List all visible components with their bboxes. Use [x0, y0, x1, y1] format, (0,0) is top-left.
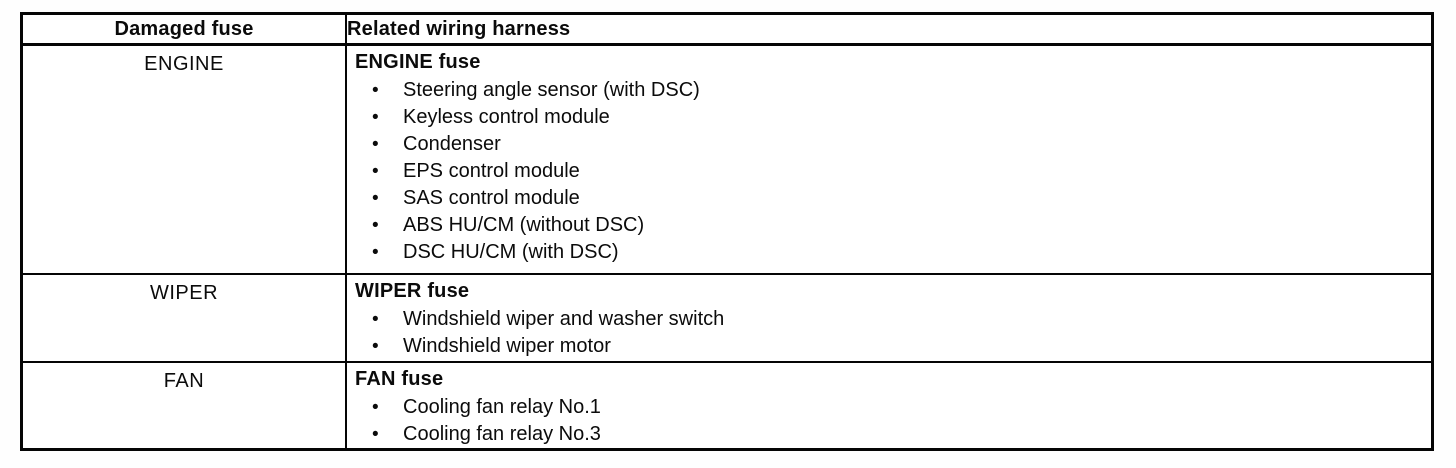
harness-item-text: SAS control module: [403, 187, 580, 209]
bullet-icon: •: [372, 188, 379, 209]
list-item: • Keyless control module: [355, 104, 1421, 131]
list-item: • Condenser: [355, 131, 1421, 158]
bullet-icon: •: [372, 80, 379, 101]
list-item: • ABS HU/CM (without DSC): [355, 212, 1421, 239]
fuse-name-fan: FAN: [163, 370, 205, 392]
table-row-engine: ENGINE ENGINE fuse • Steering angle sens…: [23, 44, 1431, 273]
table-row-wiper: WIPER WIPER fuse • Windshield wiper and …: [23, 273, 1431, 361]
harness-title-engine: ENGINE fuse: [355, 51, 481, 73]
list-item: • EPS control module: [355, 158, 1421, 185]
bullet-icon: •: [372, 242, 379, 263]
bullet-icon: •: [372, 309, 379, 330]
harness-title-wiper: WIPER fuse: [355, 280, 470, 302]
bullet-icon: •: [372, 397, 379, 418]
harness-item-text: ABS HU/CM (without DSC): [403, 214, 645, 236]
harness-item-text: Windshield wiper and washer switch: [403, 308, 725, 330]
fuse-wiring-harness-table: Damaged fuse Related wiring harness ENGI…: [20, 12, 1434, 451]
harness-item-text: Condenser: [403, 133, 501, 155]
fuse-name-engine: ENGINE: [144, 53, 224, 75]
column-header-related-wiring-harness: Related wiring harness: [347, 18, 571, 40]
fuse-name-wiper: WIPER: [149, 282, 219, 304]
harness-item-text: DSC HU/CM (with DSC): [403, 241, 619, 263]
bullet-icon: •: [372, 215, 379, 236]
harness-list-engine: • Steering angle sensor (with DSC) • Key…: [355, 77, 1421, 266]
bullet-icon: •: [372, 424, 379, 445]
list-item: • Windshield wiper motor: [355, 333, 1421, 360]
column-header-damaged-fuse: Damaged fuse: [23, 15, 347, 43]
list-item: • Steering angle sensor (with DSC): [355, 77, 1421, 104]
harness-item-text: Steering angle sensor (with DSC): [403, 79, 700, 101]
harness-item-text: EPS control module: [403, 160, 580, 182]
list-item: • SAS control module: [355, 185, 1421, 212]
harness-list-fan: • Cooling fan relay No.1 • Cooling fan r…: [355, 394, 1421, 448]
harness-item-text: Cooling fan relay No.1: [403, 396, 601, 418]
table-header-row: Damaged fuse Related wiring harness: [23, 15, 1431, 44]
table-row-fan: FAN FAN fuse • Cooling fan relay No.1 • …: [23, 361, 1431, 448]
harness-list-wiper: • Windshield wiper and washer switch • W…: [355, 306, 1421, 360]
bullet-icon: •: [372, 161, 379, 182]
list-item: • DSC HU/CM (with DSC): [355, 239, 1421, 266]
bullet-icon: •: [372, 107, 379, 128]
list-item: • Windshield wiper and washer switch: [355, 306, 1421, 333]
bullet-icon: •: [372, 336, 379, 357]
bullet-icon: •: [372, 134, 379, 155]
list-item: • Cooling fan relay No.1: [355, 394, 1421, 421]
harness-item-text: Keyless control module: [403, 106, 610, 128]
harness-title-fan: FAN fuse: [355, 368, 444, 390]
harness-item-text: Windshield wiper motor: [403, 335, 611, 357]
list-item: • Cooling fan relay No.3: [355, 421, 1421, 448]
harness-item-text: Cooling fan relay No.3: [403, 423, 601, 445]
